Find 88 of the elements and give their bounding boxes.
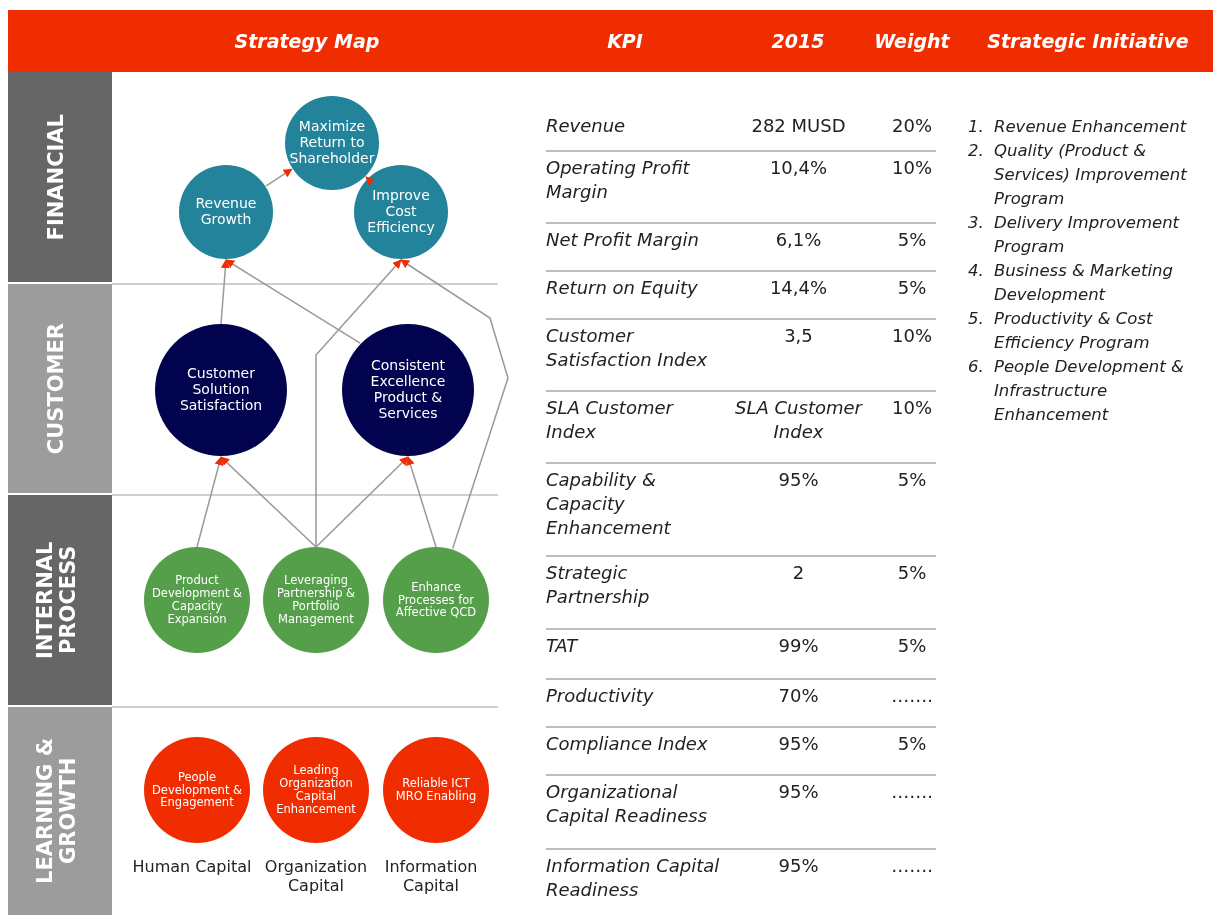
arrow [196, 456, 224, 548]
kpi-value: 95% [777, 468, 820, 492]
kpi-value: 2 [791, 561, 806, 585]
perspective-band [8, 707, 112, 915]
kpi-value: 10,4% [768, 156, 829, 180]
capital-label: Organization Capital [263, 857, 369, 895]
initiative-text: Quality (Product & Services) Improvement Program [994, 140, 1188, 210]
list-number: 3. [968, 212, 985, 234]
list-number: 6. [968, 356, 985, 378]
kpi-weight: 10% [891, 324, 933, 348]
kpi-weight: 5% [896, 634, 928, 658]
arrow [220, 456, 317, 548]
list-number: 2. [968, 140, 985, 162]
initiative-text: People Development & Infrastructure Enhancement [994, 356, 1185, 426]
kpi-value: SLA Customer Index [734, 396, 864, 444]
kpi-value: 99% [777, 634, 820, 658]
kpi-name: Customer Satisfaction Index [546, 324, 709, 372]
objective-label: Enhance Processes for Affective QCD [394, 580, 478, 620]
kpi-weight: 5% [896, 228, 928, 252]
kpi-weight: 5% [896, 276, 928, 300]
perspective-band [8, 72, 112, 282]
kpi-value: 70% [777, 684, 820, 708]
objective-label: Consistent Excellence Product & Services [369, 358, 447, 422]
perspective-label: LEARNING & GROWTH [34, 737, 81, 886]
kpi-name: Productivity [546, 684, 655, 708]
perspective-label: INTERNAL PROCESS [34, 540, 81, 661]
objective-label: Product Development & Capacity Expansion [150, 574, 243, 626]
kpi-weight: ……. [890, 684, 934, 708]
arrow [225, 259, 361, 344]
objective-label: People Development & Engagement [150, 770, 243, 810]
capital-label: Information Capital [383, 857, 479, 895]
kpi-name: Capability & Capacity Enhancement [546, 468, 672, 540]
perspective-band [8, 284, 112, 493]
objective-label: Customer Solution Satisfaction [178, 366, 264, 414]
arrow [400, 259, 509, 550]
kpi-weight: ……. [890, 780, 934, 804]
column-header: Strategy Map [234, 30, 380, 52]
kpi-name: Revenue [546, 114, 627, 138]
kpi-name: Operating Profit Margin [546, 156, 691, 204]
kpi-value: 3,5 [783, 324, 814, 348]
objective-label: Maximize Return to Shareholder [288, 119, 376, 167]
kpi-value: 14,4% [768, 276, 829, 300]
kpi-weight: 10% [891, 396, 933, 420]
objective-label: Improve Cost Efficiency [366, 188, 436, 236]
objective-label: Revenue Growth [194, 196, 258, 228]
list-number: 4. [968, 260, 985, 282]
kpi-value: 282 MUSD [750, 114, 847, 138]
initiative-text: Business & Marketing Development [994, 260, 1174, 306]
kpi-value: 6,1% [774, 228, 823, 252]
arrow [315, 259, 402, 548]
kpi-weight: 10% [891, 156, 933, 180]
kpi-name: Information Capital Readiness [546, 854, 721, 902]
kpi-value: 95% [777, 854, 820, 878]
perspective-label: FINANCIAL [45, 113, 69, 241]
kpi-name: SLA Customer Index [546, 396, 675, 444]
kpi-value: 95% [777, 780, 820, 804]
initiative-text: Revenue Enhancement [994, 116, 1187, 138]
column-header: Strategic Initiative [987, 30, 1189, 52]
objective-label: Leveraging Partnership & Portfolio Management [275, 574, 357, 626]
initiative-text: Productivity & Cost Efficiency Program [994, 308, 1154, 354]
kpi-name: Compliance Index [546, 732, 709, 756]
column-header: Weight [874, 30, 950, 52]
kpi-name: Organizational Capital Readiness [546, 780, 709, 828]
perspective-band [8, 495, 112, 705]
arrow [406, 456, 437, 548]
kpi-weight: 5% [896, 561, 928, 585]
kpi-value: 95% [777, 732, 820, 756]
objective-label: Reliable ICT MRO Enabling [394, 777, 478, 803]
kpi-name: Return on Equity [546, 276, 699, 300]
arrow [220, 259, 230, 325]
list-number: 1. [968, 116, 985, 138]
kpi-weight: 5% [896, 468, 928, 492]
kpi-weight: 5% [896, 732, 928, 756]
capital-label: Human Capital [132, 857, 252, 876]
kpi-weight: ……. [890, 854, 934, 878]
arrow [265, 168, 293, 187]
initiative-text: Delivery Improvement Program [994, 212, 1181, 258]
column-header: KPI [607, 30, 643, 52]
kpi-name: TAT [546, 634, 580, 658]
objective-label: Leading Organization Capital Enhancement [275, 764, 357, 816]
kpi-name: Net Profit Margin [546, 228, 700, 252]
column-header: 2015 [771, 30, 825, 52]
perspective-label: CUSTOMER [45, 322, 69, 455]
arrow [365, 176, 375, 186]
kpi-name: Strategic Partnership [546, 561, 651, 609]
arrow [315, 456, 409, 548]
kpi-weight: 20% [891, 114, 933, 138]
list-number: 5. [968, 308, 985, 330]
